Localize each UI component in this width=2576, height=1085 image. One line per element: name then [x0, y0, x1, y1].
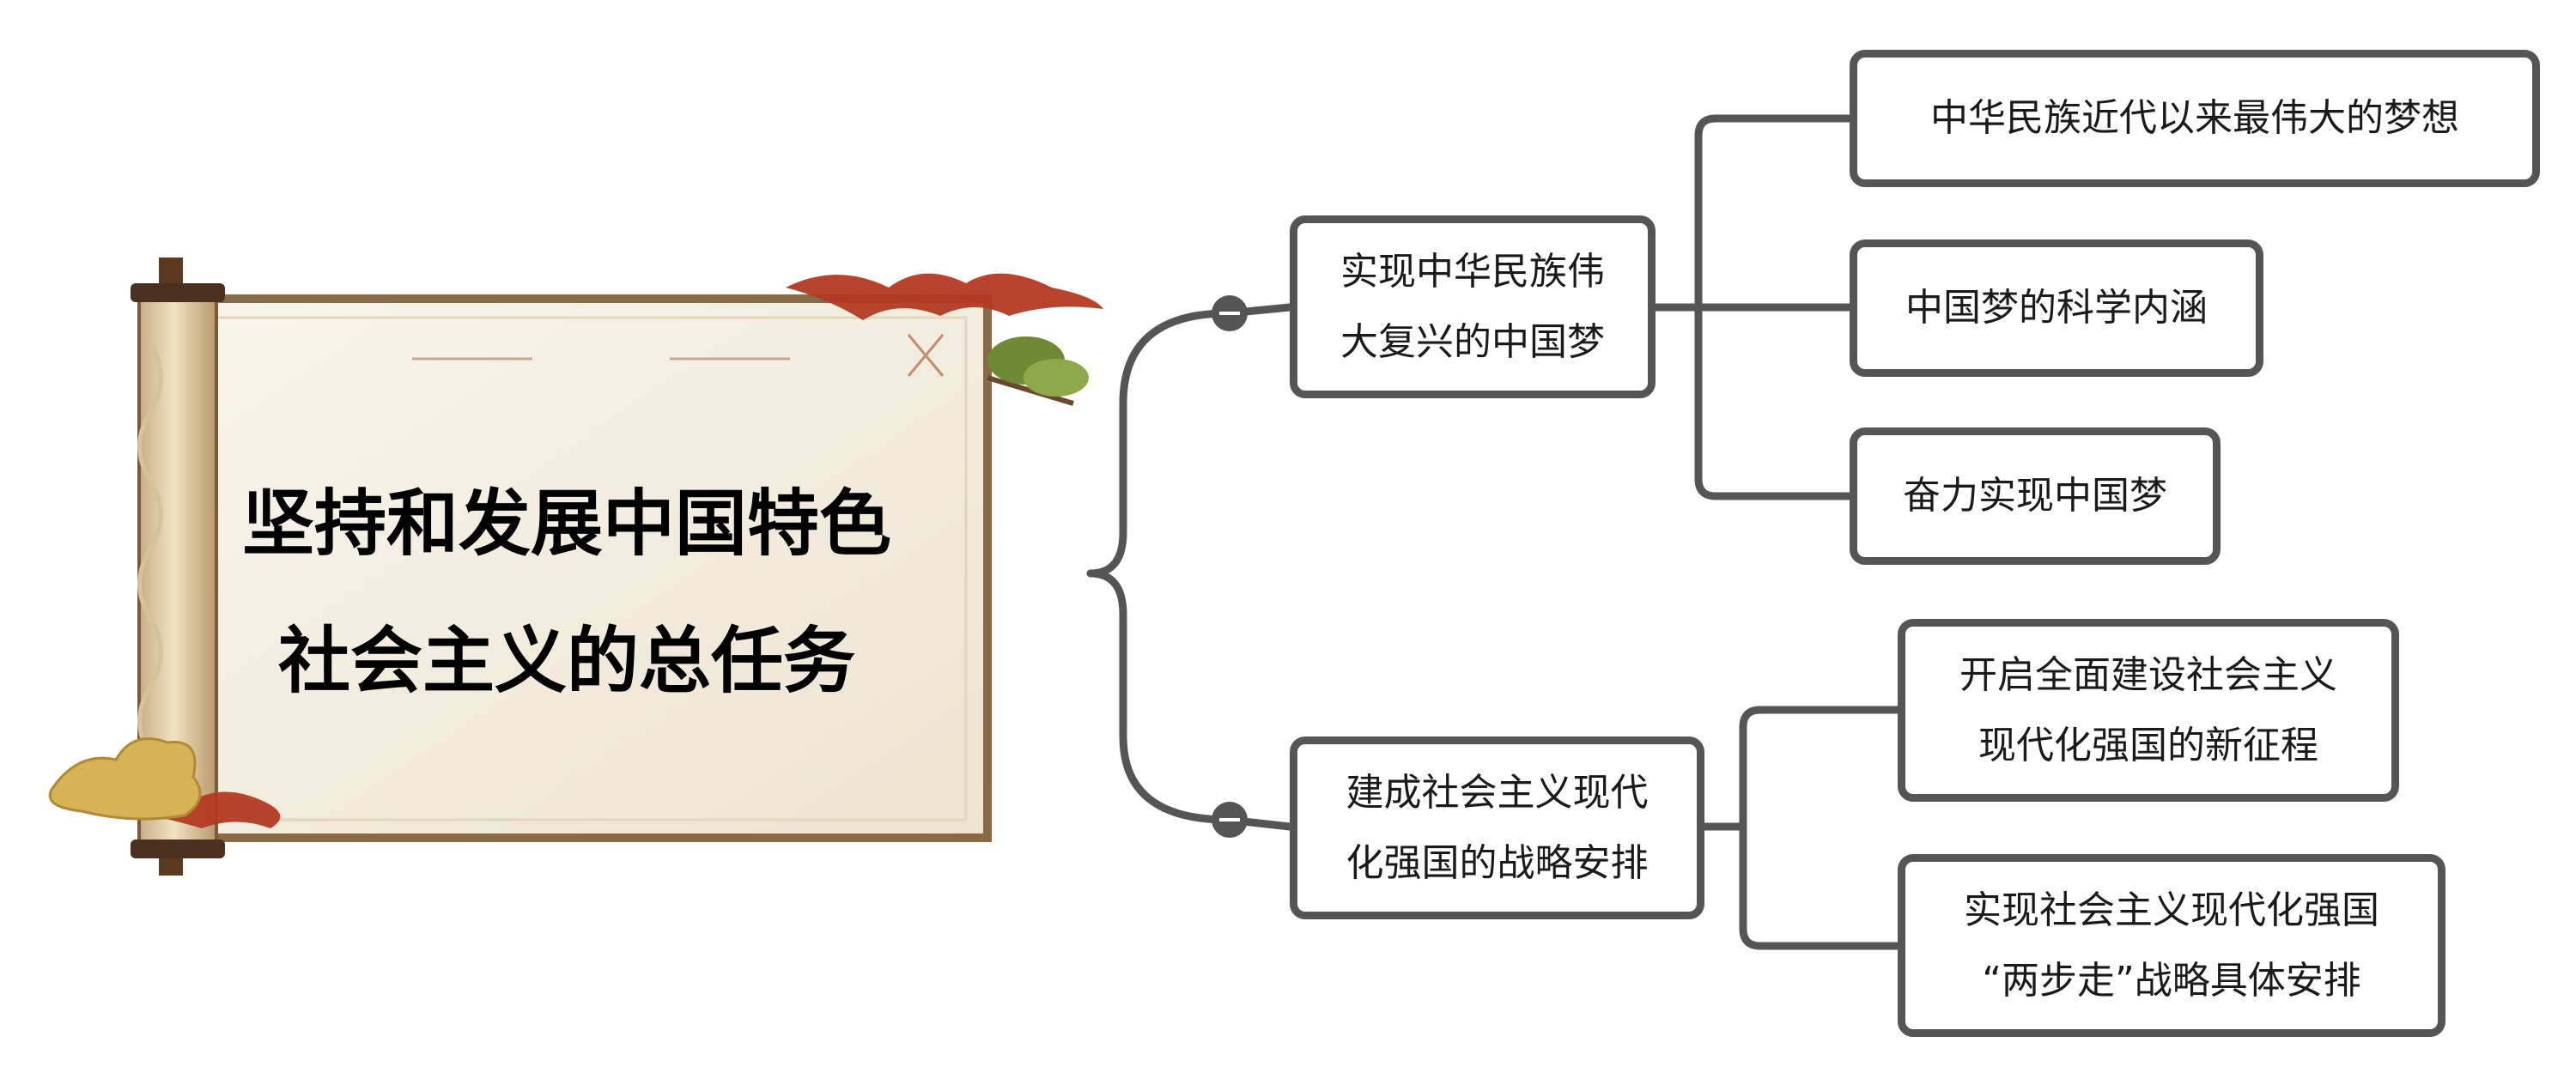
gold-cloud-ornament — [48, 737, 202, 821]
leaf-node[interactable]: 中华民族近代以来最伟大的梦想 — [1850, 50, 2540, 187]
scroll-paper — [180, 294, 992, 842]
scroll-ornament-cross — [907, 334, 945, 377]
root-title[interactable]: 坚持和发展中国特色 社会主义的总任务 — [241, 482, 891, 703]
branch-node-chinese-dream[interactable]: 实现中华民族伟 大复兴的中国梦 — [1290, 215, 1656, 398]
root-scroll — [48, 258, 1103, 876]
root-brace-connector — [1086, 303, 1294, 578]
pine-branch-ornament — [987, 336, 1089, 406]
minus-circle-icon[interactable] — [1212, 295, 1248, 331]
branch-2-connector — [1700, 706, 1902, 831]
branch-2-connector — [1739, 822, 1902, 950]
leaf-node[interactable]: 中国梦的科学内涵 — [1850, 239, 2263, 377]
root-brace-connector — [1086, 569, 1294, 831]
red-cloud-ornament — [786, 273, 1103, 320]
leaf-node[interactable]: 开启全面建设社会主义 现代化强国的新征程 — [1898, 619, 2399, 802]
minus-circle-icon[interactable] — [1212, 802, 1248, 838]
branch-node-strategic-plan[interactable]: 建成社会主义现代 化强国的战略安排 — [1290, 736, 1704, 919]
leaf-node[interactable]: 奋力实现中国梦 — [1850, 427, 2221, 565]
branch-1-connector — [1694, 303, 1854, 500]
branch-1-connector — [1651, 114, 1854, 312]
leaf-node[interactable]: 实现社会主义现代化强国 “两步走”战略具体安排 — [1898, 854, 2445, 1037]
connectors — [1086, 114, 1902, 950]
